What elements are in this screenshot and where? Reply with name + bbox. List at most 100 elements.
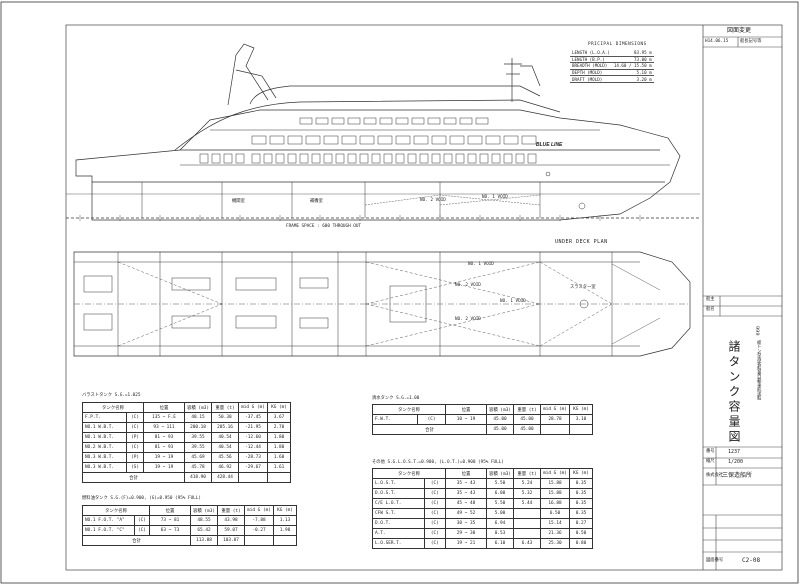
cell: 15.88 (540, 478, 570, 489)
dimensions-row: BREADTH (MOLD)14.60 / 15.50 m (570, 62, 654, 70)
col-header: 容積 (m3) (486, 468, 514, 479)
cell: (P) (126, 432, 144, 443)
drawing-number-label: 図面番号 (706, 558, 724, 563)
dim-value: 3.20 m (611, 75, 654, 83)
cell: 46.92 (211, 462, 239, 473)
cell: 6.00 (486, 488, 514, 499)
cell (513, 528, 541, 539)
cell: 40.54 (211, 442, 239, 453)
dimensions-row: LENGTH (B.P.)73.00 m (570, 56, 654, 64)
vertical-subtitle: 総トン型旅客船兼自動車航送船 (756, 340, 762, 401)
col-header: KG (m) (569, 404, 593, 415)
cell: L.O.S.T. (372, 478, 425, 489)
col-header: mid G (m) (540, 468, 570, 479)
thruster-room-label: スラスター室 (570, 285, 596, 290)
oil-table: タンク名称 位置 容積 (m3) 重量 (t) mid G (m) KG (m)… (372, 468, 593, 549)
col-header: KG (m) (267, 402, 291, 413)
dimensions-table: LENGTH (L.O.A.)83.95 m LENGTH (B.P.)73.0… (570, 50, 654, 83)
cell: 1.98 (273, 525, 297, 536)
cell: 35 ~ 43 (445, 478, 487, 489)
cell: 39.55 (184, 442, 212, 453)
cell: 200.18 (184, 422, 212, 433)
cell: NO.3 W.B.T. (81, 462, 128, 473)
cell: 59.07 (217, 525, 245, 536)
cell: 25.30 (540, 538, 570, 549)
oil-title: その他 S.G.L.O.S.T.=0.900, (L.O.T.)=0.900 (… (372, 460, 504, 465)
company-name: 三保造船所 (722, 472, 753, 479)
revision-header: 図面変更 (727, 27, 752, 34)
cell: 0.35 (569, 498, 593, 509)
cell: -12.44 (238, 442, 268, 453)
ballast-title: バラストタンク S.G.=1.025 (82, 393, 141, 398)
cell: 5.32 (513, 488, 541, 499)
cell: 0.35 (569, 488, 593, 499)
cell: 10 ~ 19 (445, 414, 487, 425)
dim-label: LENGTH (L.O.A.) (570, 50, 612, 57)
cell: 45.78 (184, 462, 212, 473)
dim-value: 83.95 m (611, 50, 654, 57)
profile-void-2: NO. 2 VOID (420, 198, 446, 203)
revision-date: H14.06.15 (705, 39, 729, 44)
cell: 1.80 (267, 432, 291, 443)
cell: -28.73 (238, 452, 268, 463)
cell: NO.1 W.B.T. (81, 432, 128, 443)
ballast-table: タンク名称 位置 容積 (m3) 重量 (t) mid G (m) KG (m)… (81, 402, 291, 483)
cell: 1.13 (273, 515, 297, 526)
dim-label: DEPTH (MOLD) (570, 69, 612, 77)
cell: 3.67 (267, 412, 291, 423)
cell: 48.55 (190, 515, 218, 526)
cell: 6.94 (486, 518, 514, 529)
ship-name-label: 船名 (706, 307, 715, 312)
cell: 45.69 (184, 452, 212, 463)
cell: 28.78 (540, 414, 570, 425)
cell: F.W.T. (371, 414, 419, 425)
col-header: タンク名称 (372, 404, 446, 415)
cell: 45.56 (211, 452, 239, 463)
total-weight: 428.44 (211, 472, 239, 483)
cell: 1.61 (267, 462, 291, 473)
table-header-row: タンク名称 位置 容積 (m3) 重量 (t) mid G (m) KG (m) (82, 505, 297, 516)
cell: 135 ~ F.E (143, 412, 185, 423)
cell: 15.14 (540, 518, 570, 529)
total-weight: 45.00 (513, 424, 541, 435)
col-header: 重量 (t) (211, 402, 239, 413)
cell: -37.45 (238, 412, 268, 423)
cell: 30 ~ 35 (445, 518, 487, 529)
cell: L.O.SER.T. (372, 538, 425, 549)
total-volume: 418.90 (184, 472, 212, 483)
cell: 5.50 (486, 478, 514, 489)
cell: 93 ~ 111 (143, 422, 185, 433)
cell: 48.15 (184, 412, 212, 423)
cell: 5.24 (513, 478, 541, 489)
cell: 0.35 (569, 478, 593, 489)
owner-label: 船主 (706, 297, 715, 302)
fuel-table: タンク名称 位置 容積 (m3) 重量 (t) mid G (m) KG (m)… (82, 505, 297, 546)
cell: 5.50 (486, 498, 514, 509)
cell: 16.88 (540, 498, 570, 509)
cell: -21.95 (238, 422, 268, 433)
col-header: 位置 (143, 402, 185, 413)
dim-value: 73.00 m (611, 56, 654, 64)
dim-label: LENGTH (B.P.) (570, 56, 612, 64)
cell: 81 ~ 93 (143, 442, 185, 453)
cell: NO.1 F.O.T. "A" (82, 515, 135, 526)
cell (513, 518, 541, 529)
cell (513, 508, 541, 519)
engine-room-label: 機関室 (232, 199, 245, 204)
cell: (C) (126, 422, 144, 433)
col-header: KG (m) (569, 468, 593, 479)
col-header: mid G (m) (238, 402, 268, 413)
plan-void-1b: NO. 1 VOID (500, 299, 526, 304)
cell: 19 ~ 19 (143, 452, 185, 463)
col-header: タンク名称 (82, 505, 150, 516)
col-header: 重量 (t) (217, 505, 245, 516)
